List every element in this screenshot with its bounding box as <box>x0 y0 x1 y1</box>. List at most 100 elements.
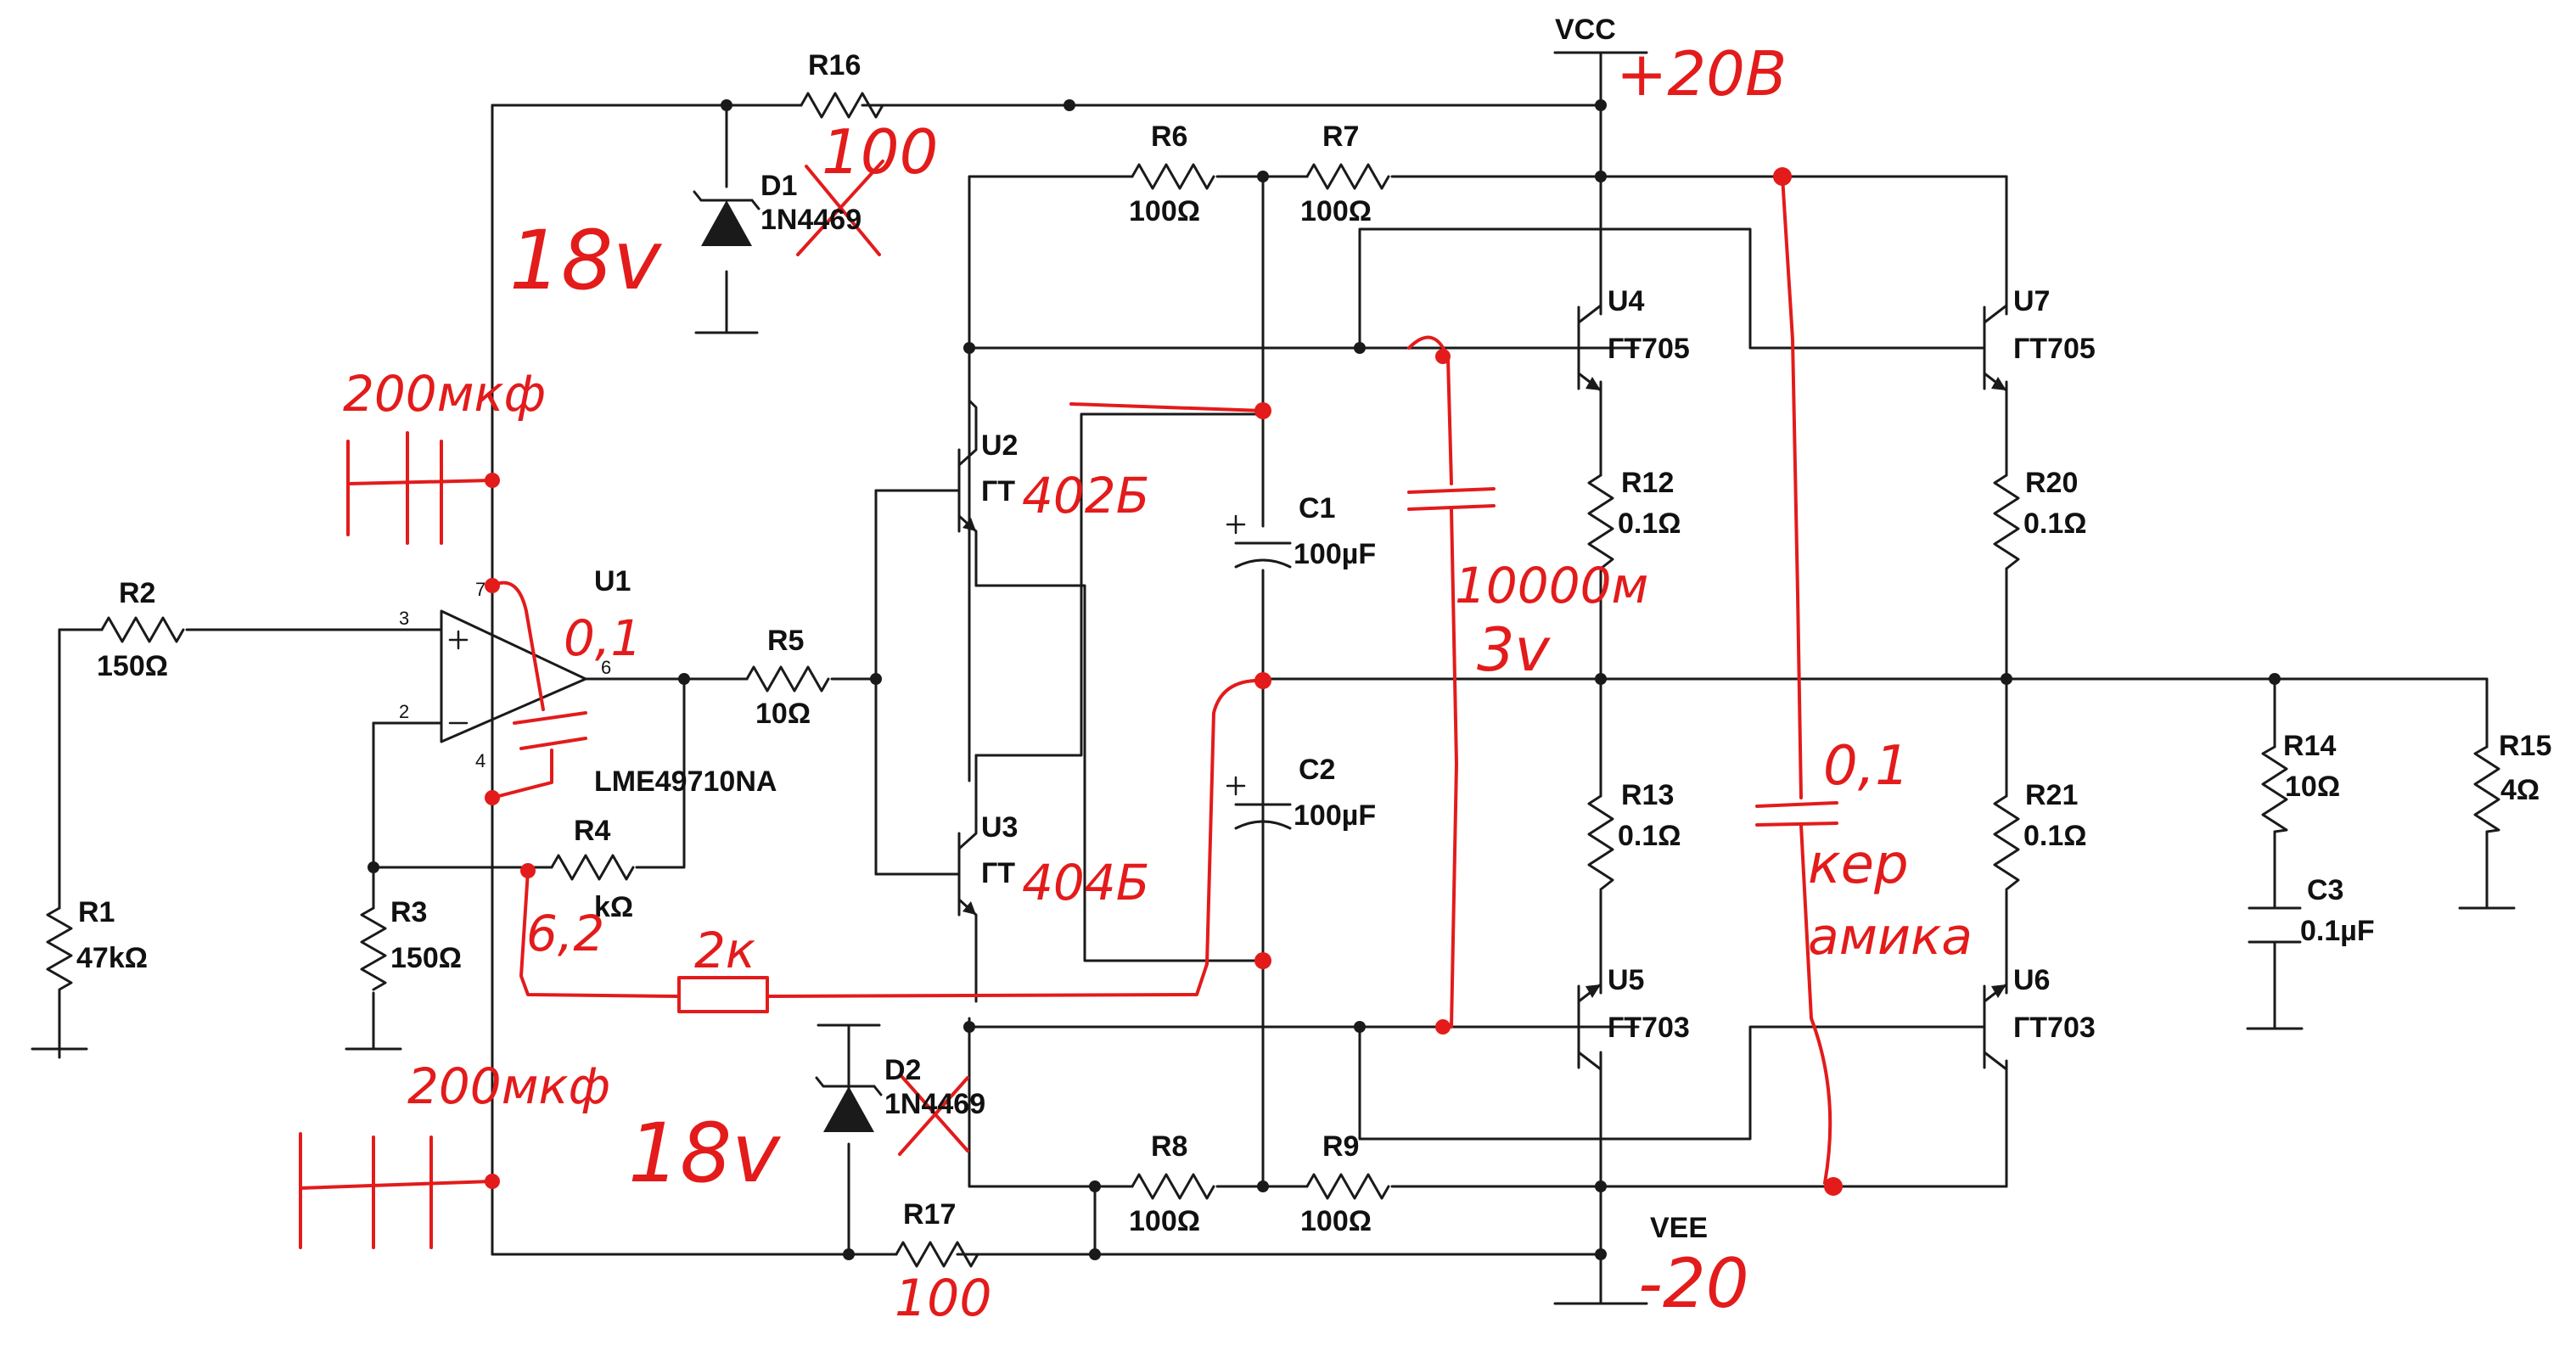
c3-ref: C3 <box>2307 874 2343 906</box>
transistor-u2 <box>942 399 978 587</box>
r2-ref: R2 <box>119 577 155 609</box>
component-labels: VCC VEE R1 6 R6 100Ω R7 100Ω D1 1N4469 D2… <box>76 14 2551 1244</box>
note-r16-value: 100 <box>822 116 938 188</box>
r15-value: 4Ω <box>2500 774 2540 806</box>
note-cap-bottom: 200мкф <box>407 1057 610 1115</box>
c2-value: 100µF <box>1294 799 1376 832</box>
wiring <box>58 51 2489 1305</box>
note-zener-bottom: 18v <box>628 1106 781 1201</box>
note-r4-value: 6,2 <box>526 905 604 962</box>
resistor-r20 <box>1993 474 2020 570</box>
u1-pin4: 4 <box>475 750 485 771</box>
d2-ref: D2 <box>884 1054 921 1086</box>
r6-value: 100Ω <box>1129 195 1200 227</box>
ground-symbols <box>31 906 2516 1051</box>
r15-ref: R15 <box>2499 730 2551 762</box>
d1-ref: D1 <box>760 170 797 202</box>
c1-ref: C1 <box>1299 492 1335 524</box>
u1-pin2: 2 <box>399 701 409 722</box>
r21-value: 0.1Ω <box>2023 820 2087 852</box>
r1-value: 47kΩ <box>76 942 148 974</box>
r13-ref: R13 <box>1621 779 1674 811</box>
r7-value: 100Ω <box>1300 195 1372 227</box>
r20-ref: R20 <box>2025 467 2078 499</box>
r5-value: 10Ω <box>755 698 811 730</box>
note-vcc-volts: +20В <box>1616 38 1787 109</box>
note-zener-top: 18v <box>509 213 662 308</box>
r13-value: 0.1Ω <box>1618 820 1681 852</box>
c3-value: 0.1µF <box>2300 915 2375 947</box>
red-handwritten-notes: +20В -20 100 100 18v 18v 200мкф 200мкф 0… <box>343 38 1973 1328</box>
resistor-r2 <box>100 616 185 643</box>
transistor-u6 <box>1967 983 2008 1071</box>
red-annotations-lines <box>299 160 1843 1249</box>
resistor-r17 <box>895 1241 979 1268</box>
r2-value: 150Ω <box>97 650 168 682</box>
note-cap-top: 200мкф <box>343 365 546 423</box>
vee-label: VEE <box>1650 1212 1708 1244</box>
d1-part: 1N4469 <box>760 204 861 236</box>
opamp-u1 <box>440 584 587 774</box>
note-u2-part: 402Б <box>1022 467 1150 524</box>
r6-ref: R6 <box>1151 121 1187 153</box>
resistor-r9 <box>1305 1173 1390 1200</box>
resistor-r3 <box>360 906 387 991</box>
r12-value: 0.1Ω <box>1618 507 1681 540</box>
resistor-r21 <box>1993 794 2020 891</box>
resistor-r16 <box>800 92 884 119</box>
u1-pin7: 7 <box>475 579 485 600</box>
resistor-r14 <box>2261 745 2288 833</box>
r21-ref: R21 <box>2025 779 2078 811</box>
u4-part: ГТ705 <box>1608 333 1690 365</box>
r4-value: kΩ <box>594 891 633 923</box>
u5-part: ГТ703 <box>1608 1012 1690 1044</box>
transistor-u7 <box>1967 304 2008 392</box>
u1-pin6: 6 <box>601 657 611 678</box>
note-u3-part: 404Б <box>1022 854 1150 911</box>
resistor-r12 <box>1587 474 1614 570</box>
resistor-r5 <box>745 665 830 693</box>
note-feedback-res: 2к <box>694 922 755 979</box>
resistor-r4 <box>550 854 635 881</box>
transistor-u4 <box>1562 304 1602 392</box>
u1-pin3: 3 <box>399 608 409 629</box>
capacitor-c3 <box>2248 906 2302 944</box>
r9-value: 100Ω <box>1300 1205 1372 1237</box>
r20-value: 0.1Ω <box>2023 507 2087 540</box>
r3-value: 150Ω <box>390 942 462 974</box>
note-vee-volts: -20 <box>1638 1244 1749 1323</box>
u6-ref: U6 <box>2013 964 2050 996</box>
u7-ref: U7 <box>2013 285 2050 317</box>
d2-part: 1N4469 <box>884 1088 985 1120</box>
u1-part: LME49710NA <box>594 765 777 798</box>
note-bias-cap-line2: 3v <box>1477 615 1552 685</box>
capacitor-c1 <box>1226 514 1292 569</box>
note-ceramic-line3: амика <box>1808 907 1973 967</box>
r4-ref: R4 <box>574 815 611 847</box>
resistor-r13 <box>1587 794 1614 891</box>
zener-diode-d2 <box>815 1076 883 1132</box>
u1-ref: U1 <box>594 565 631 597</box>
note-ceramic-line1: 0,1 <box>1823 735 1910 798</box>
r9-ref: R9 <box>1322 1130 1359 1163</box>
r17-ref: R17 <box>903 1198 956 1231</box>
resistor-r6 <box>1131 163 1215 190</box>
u5-ref: U5 <box>1608 964 1644 996</box>
u7-part: ГТ705 <box>2013 333 2096 365</box>
resistor-r7 <box>1305 163 1390 190</box>
r8-ref: R8 <box>1151 1130 1187 1163</box>
resistor-r1 <box>46 906 73 1059</box>
note-bias-cap-line1: 10000м <box>1455 557 1648 614</box>
note-ceramic-line2: кер <box>1808 833 1909 896</box>
transistor-u5 <box>1562 983 1602 1071</box>
u2-part: ГТ <box>981 475 1015 507</box>
r1-ref: R1 <box>78 896 115 928</box>
c1-value: 100µF <box>1294 538 1376 570</box>
note-opamp-cap: 0,1 <box>564 609 642 667</box>
u3-ref: U3 <box>981 811 1018 844</box>
r7-ref: R7 <box>1322 121 1359 153</box>
vcc-label: VCC <box>1555 14 1616 46</box>
u2-ref: U2 <box>981 429 1018 462</box>
u3-part: ГТ <box>981 857 1015 889</box>
